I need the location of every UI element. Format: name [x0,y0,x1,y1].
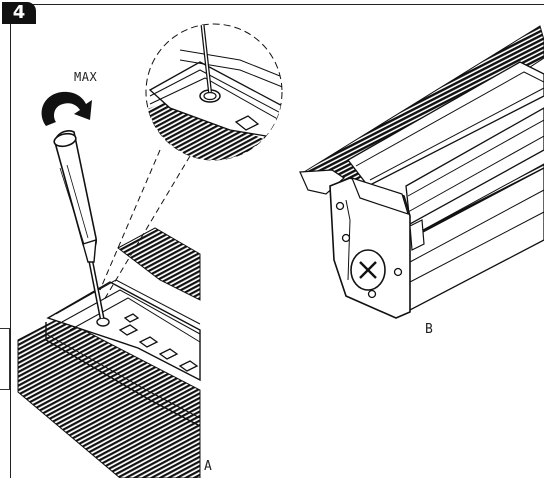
frame-top-rule [2,4,544,5]
step-number-badge: 4 [2,2,36,24]
max-torque-label: MAX [74,70,98,84]
zoom-leader-lines [99,149,191,301]
profile-view-a [17,227,201,478]
zoom-detail-circle [145,23,283,161]
phillips-screw-icon [350,249,386,291]
screwdriver-icon [53,130,105,319]
side-bracket [0,328,10,390]
view-a-label: A [204,459,213,474]
profile-view-b [299,25,544,319]
clockwise-arrow-icon [41,91,92,126]
view-b-label: B [425,322,434,337]
frame-left-rule [10,24,11,478]
